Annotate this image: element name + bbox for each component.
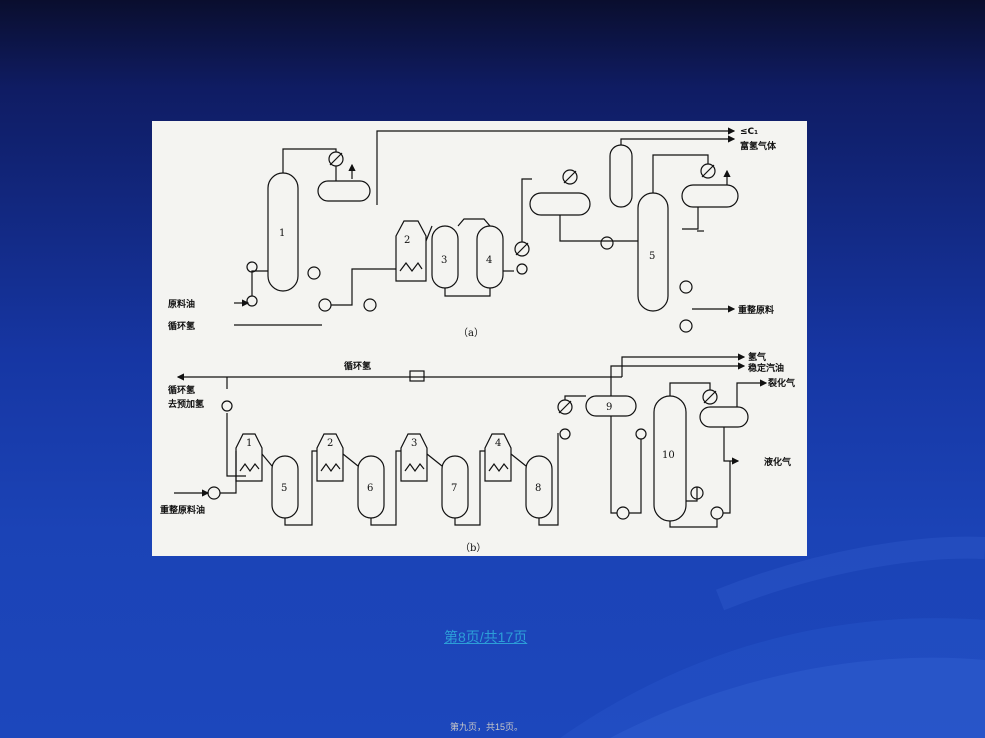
b-reflux-drum	[699, 406, 749, 428]
b-heater-2	[316, 433, 344, 482]
b-hydrogen-label: 氢气	[748, 351, 766, 363]
b-heater-1	[235, 433, 263, 482]
a-caption: （a）	[458, 327, 484, 339]
b-stabilizer-label: 10	[662, 450, 675, 461]
a-feed-oil-label: 原料油	[168, 298, 195, 310]
b-heavy-feed-label: 重整原料油	[160, 504, 205, 516]
b-heater-3-label: 3	[411, 438, 417, 449]
a-reactor-4-label: 4	[486, 255, 492, 266]
b-lpg-top-label: 裂化气	[767, 377, 795, 389]
b-recycle-h2-label: 循环氢	[344, 360, 371, 372]
b-heater-1-label: 1	[246, 438, 252, 449]
a-reactor-3-label: 3	[441, 255, 447, 266]
b-recycle-h2-out-label-2: 去预加氢	[168, 398, 204, 410]
b-separator-label: 9	[606, 402, 612, 413]
b-heater-2-label: 2	[327, 438, 333, 449]
b-heater-4-label: 4	[495, 438, 501, 449]
process-flow-diagram: 1 2 3 4 5	[160, 127, 795, 554]
a-reflux-drum-2	[681, 184, 739, 208]
a-heater-2	[395, 220, 427, 282]
a-recycle-h2-label: 循环氢	[168, 320, 195, 332]
b-reactor-8-label: 8	[535, 483, 541, 494]
a-small-column	[609, 144, 633, 208]
b-reactor-6-label: 6	[367, 483, 373, 494]
a-unit-5-label: 5	[649, 251, 655, 262]
process-flow-figure: 1 2 3 4 5	[152, 121, 807, 556]
footer-text: 第九页，共15页。	[450, 722, 524, 732]
b-reactor-7-label: 7	[451, 483, 457, 494]
page-indicator-link[interactable]: 第8页/共17页	[444, 629, 528, 645]
a-heavy-reformate-label: 重整原料	[738, 304, 774, 316]
a-c1-label: ≤C₁	[740, 127, 758, 137]
a-reflux-drum	[317, 180, 371, 202]
a-separator	[529, 192, 591, 216]
b-heater-4	[484, 433, 512, 482]
a-unit-1-label: 1	[279, 228, 285, 239]
b-reactor-5-label: 5	[281, 483, 287, 494]
b-lpg-side-label: 液化气	[764, 456, 791, 468]
b-stable-gasoline-label: 稳定汽油	[748, 362, 784, 374]
a-heater-label: 2	[404, 235, 410, 246]
b-heater-3	[400, 433, 428, 482]
b-recycle-h2-out-label-1: 循环氢	[168, 384, 195, 396]
a-rich-h2-gas-label: 富氢气体	[740, 140, 777, 152]
b-caption: （b）	[460, 542, 486, 554]
